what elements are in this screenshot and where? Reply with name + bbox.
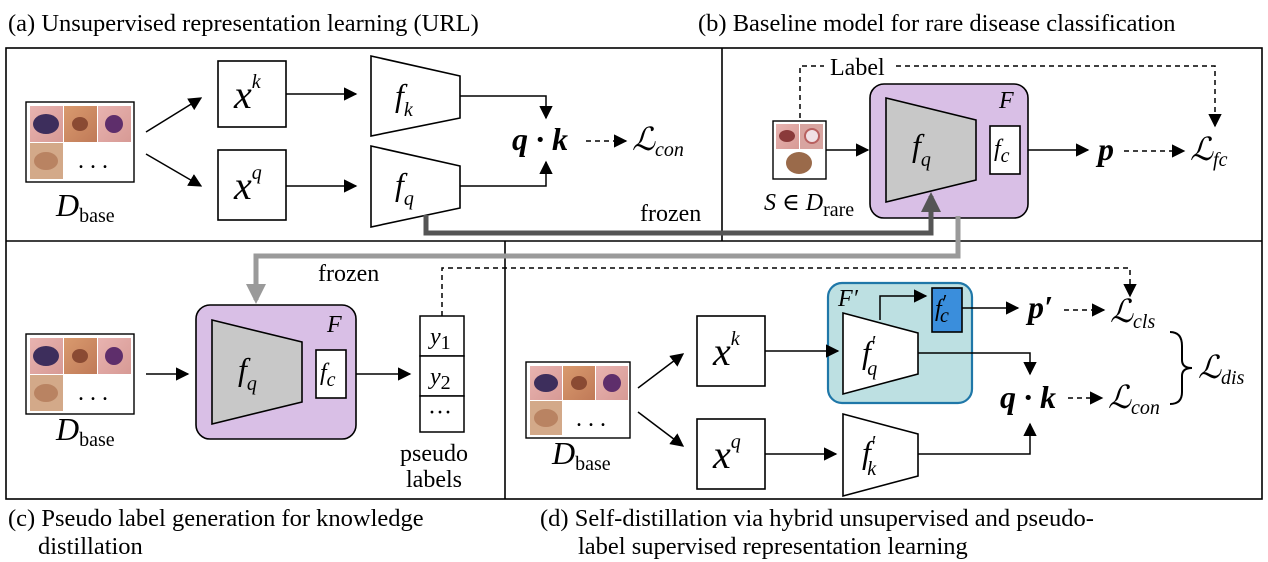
pseudo-label-dashed-path — [441, 267, 1137, 316]
model-F-label-b: F — [998, 88, 1014, 114]
label-dashed-path-b — [799, 65, 1215, 126]
pseudo-text-line1: pseudo — [400, 441, 468, 467]
thumbnail-d-base-c: . . . — [25, 333, 135, 415]
encoder-fk-a — [370, 55, 461, 137]
arrow-dbase-to-xk-d — [637, 353, 685, 389]
arrow-fq-to-qk-a — [460, 160, 553, 187]
thumbnail-s-rare-b — [772, 120, 827, 180]
loss-cls-d: ℒcls — [1110, 293, 1155, 333]
frozen-arrow-b-to-c — [246, 216, 961, 304]
panel-frame — [5, 47, 1263, 500]
pseudo-text-line2: labels — [406, 467, 462, 493]
encoder-fq-prime-label-d: f′q — [862, 332, 877, 380]
xq-label-d: xq — [712, 431, 741, 477]
panel-d: . . . Dbase xk xq F′ f′q f′c p′ ℒc — [525, 281, 1245, 498]
xk-label-a: xk — [233, 71, 262, 117]
arrow-dbase-to-xk-a — [145, 97, 203, 133]
panel-b: Label S ∈ Drare F fq fc p ℒfc — [764, 55, 1228, 221]
label-text-b: Label — [830, 55, 885, 81]
pseudo-label-y2: y2 — [428, 364, 451, 394]
classifier-fc-b — [989, 125, 1021, 175]
d-base-label-c: Dbase — [55, 411, 115, 451]
s-set-label-b: S ∈ Drare — [764, 190, 854, 221]
arrow-fk-prime-to-qk-d — [918, 422, 1037, 455]
encoder-fq-b — [885, 96, 977, 204]
encoder-fq-prime-d — [842, 311, 919, 396]
pseudo-label-more: ··· — [428, 400, 452, 426]
loss-dis-d: ℒdis — [1198, 349, 1245, 389]
classifier-fc-prime-label-d: f′c — [935, 291, 949, 327]
xk-label-d: xk — [712, 328, 741, 374]
classifier-fc-prime-d — [931, 287, 963, 333]
brace-dis-d — [1169, 331, 1193, 405]
classifier-fc-label-c: fc — [320, 360, 336, 391]
thumbnail-ellipsis-d: . . . — [576, 406, 606, 432]
encoder-fk-prime-d — [842, 412, 919, 498]
d-base-label-a: Dbase — [55, 187, 115, 227]
arrow-dbase-to-xq-d — [637, 411, 685, 447]
pred-p-prime-d: p′ — [1025, 289, 1053, 325]
classifier-fc-c — [315, 349, 347, 399]
arrow-dbase-to-xq-a — [145, 153, 203, 187]
model-F-prime-label-d: F′ — [837, 286, 859, 312]
frozen-arrow-a-to-b — [423, 192, 941, 236]
arrow-fq-prime-to-fc-prime-d — [879, 289, 928, 320]
arrow-fq-prime-to-qk-d — [918, 352, 1037, 376]
panel-c: . . . Dbase F fq fc y1 y2 ··· — [25, 267, 1137, 493]
encoder-fq-c — [211, 318, 303, 426]
encoder-fq-a — [370, 145, 461, 228]
caption-d-line1: (d) Self-distillation via hybrid unsuper… — [540, 505, 1094, 532]
xq-box-d — [696, 418, 766, 490]
classifier-fc-label-b: fc — [994, 136, 1010, 167]
thumbnail-d-base-d: . . . — [525, 361, 631, 439]
xk-box-d — [696, 315, 766, 387]
d-base-label-d: Dbase — [551, 435, 611, 475]
xq-label-a: xq — [233, 162, 262, 208]
qk-product-a: q · k — [512, 121, 568, 157]
qk-product-d: q · k — [1000, 379, 1056, 415]
model-F-label-c: F — [326, 312, 342, 338]
loss-con-a: ℒcon — [632, 121, 684, 161]
loss-fc-b: ℒfc — [1190, 131, 1228, 171]
pseudo-label-stack-c: y1 y2 ··· — [419, 315, 465, 433]
loss-con-d: ℒcon — [1108, 379, 1160, 419]
arrow-fk-to-qk-a — [460, 95, 553, 120]
caption-b: (b) Baseline model for rare disease clas… — [698, 10, 1176, 37]
xq-box-a — [217, 149, 287, 221]
caption-c-line2: distillation — [38, 533, 143, 560]
thumbnail-ellipsis: . . . — [78, 148, 108, 174]
thumbnail-ellipsis-c: . . . — [78, 380, 108, 406]
frozen-label-c: frozen — [318, 261, 379, 287]
frozen-label-a: frozen — [640, 201, 701, 227]
pred-p-b: p — [1095, 131, 1114, 167]
caption-c-line1: (c) Pseudo label generation for knowledg… — [8, 505, 424, 532]
caption-a: (a) Unsupervised representation learning… — [8, 10, 479, 37]
pseudo-label-y1: y1 — [428, 324, 451, 354]
caption-d-line2: label supervised representation learning — [578, 533, 968, 560]
panel-a: . . . Dbase xk xq fk fq q · k ℒcon — [25, 55, 701, 228]
encoder-fk-prime-label-d: f′k — [862, 432, 877, 480]
thumbnail-d-base-a: . . . — [25, 101, 135, 183]
